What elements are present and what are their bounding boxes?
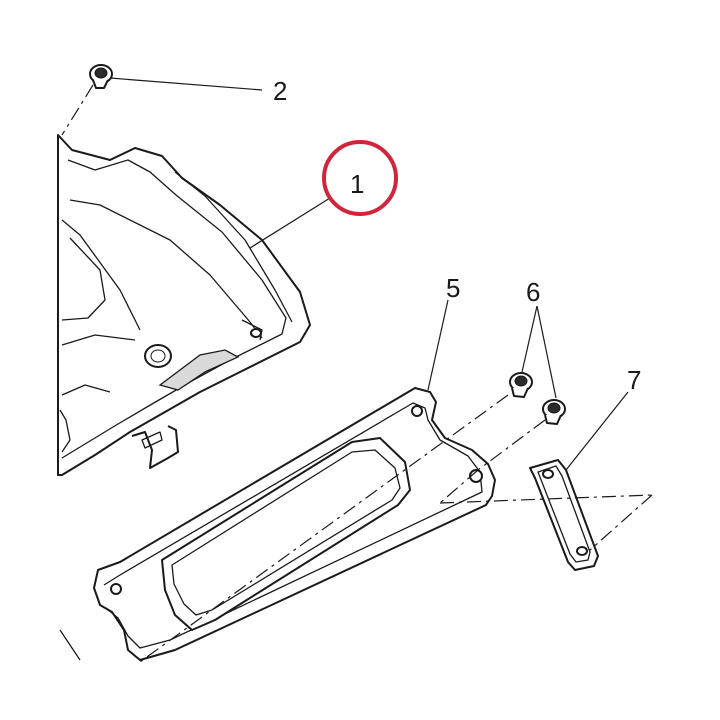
bracket-hole-1 xyxy=(542,469,554,479)
housing-tab xyxy=(131,425,179,469)
callouts: 2 1 5 6 7 xyxy=(273,76,641,395)
assembly-lines xyxy=(139,394,653,663)
callout-6: 6 xyxy=(526,277,540,307)
highlight-circle xyxy=(322,140,398,216)
part-1-housing xyxy=(57,134,311,476)
callout-5: 5 xyxy=(446,273,460,303)
part-6-screws xyxy=(509,372,566,425)
part-2-screw xyxy=(61,64,113,136)
part-7-bracket xyxy=(529,459,599,571)
bracket-hole-2 xyxy=(576,546,588,556)
callout-1: 1 xyxy=(350,169,364,199)
plate-hole-3 xyxy=(110,583,122,595)
leader-lines xyxy=(109,77,629,471)
callout-7: 7 xyxy=(627,365,641,395)
plate-hole-2 xyxy=(469,469,483,483)
plate-hole-1 xyxy=(411,405,423,417)
part-5-plate xyxy=(59,387,496,661)
callout-2: 2 xyxy=(273,76,287,106)
housing-hole xyxy=(250,328,262,338)
housing-boss xyxy=(144,344,172,368)
